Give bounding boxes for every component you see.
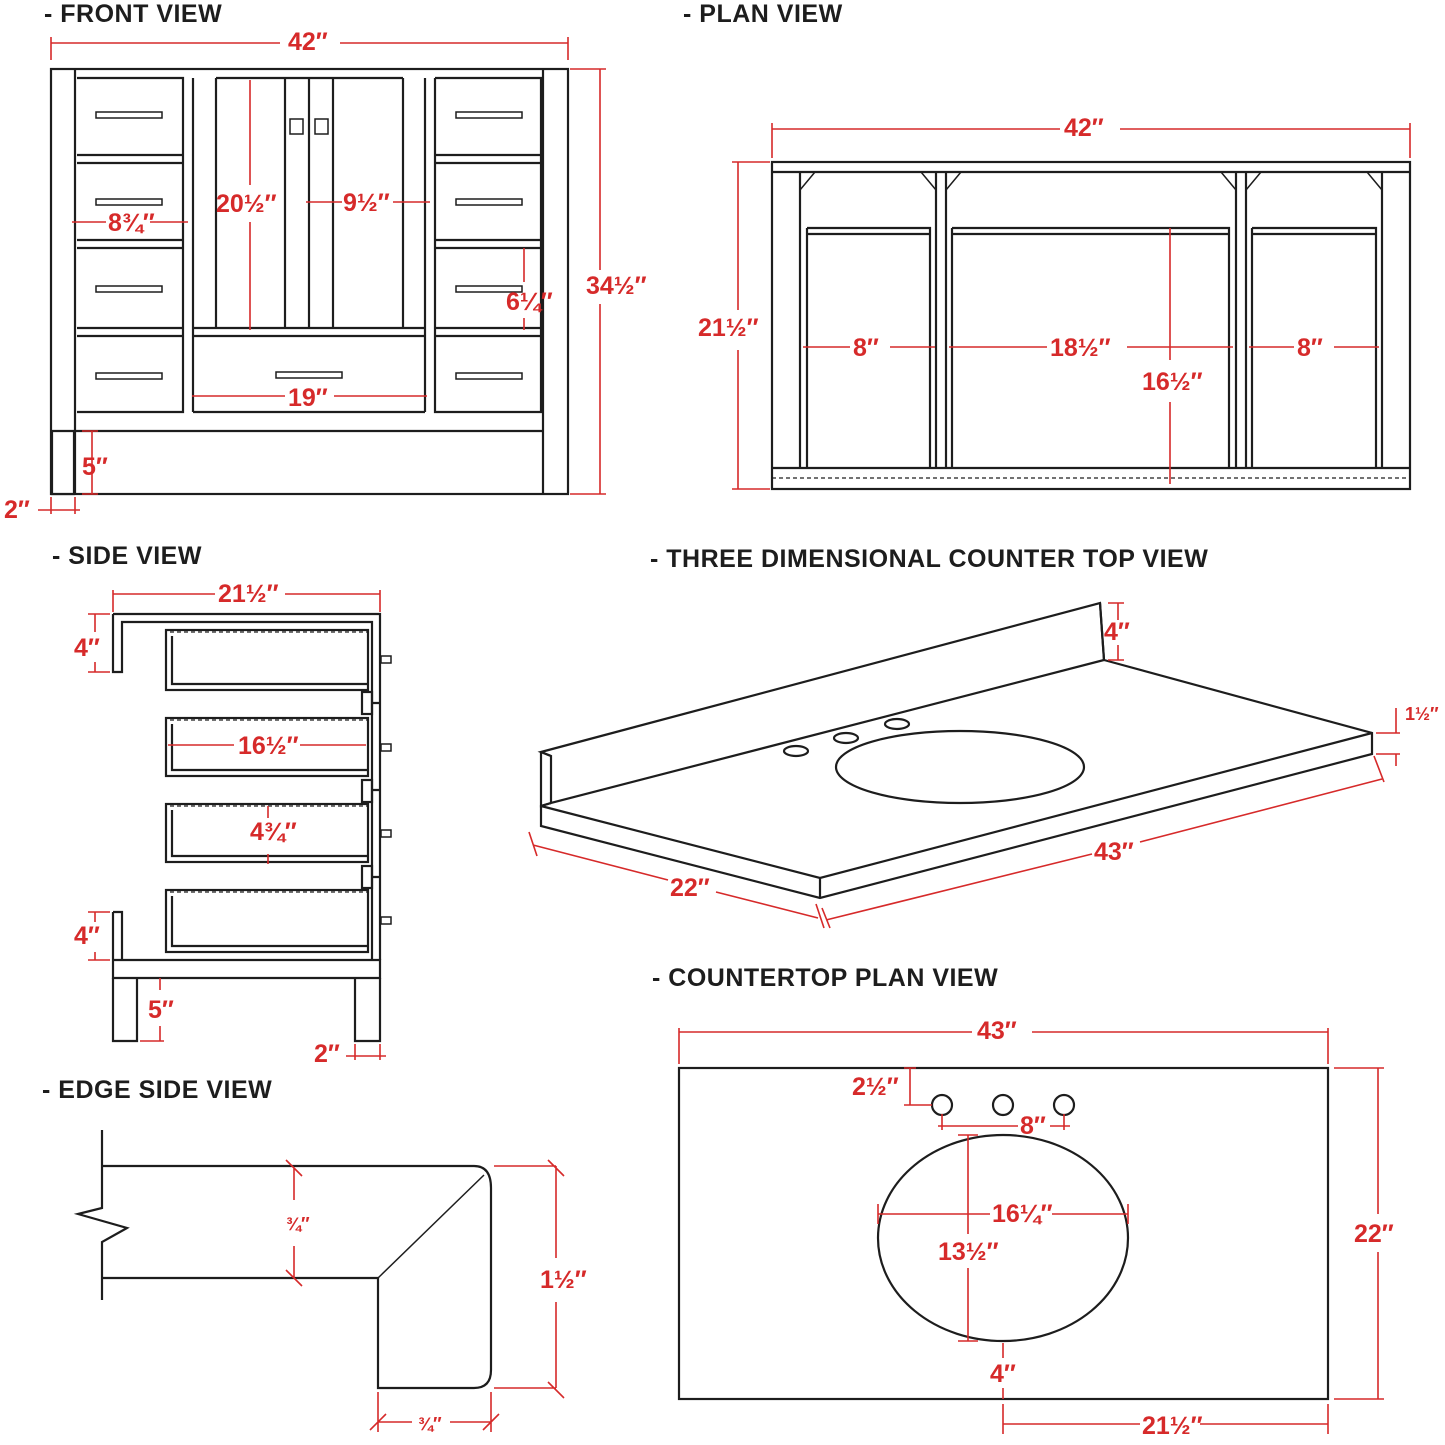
side-view: 21½″ 4″ 16½″ 4¾″ 4″ 5″ 2″ (74, 580, 392, 1068)
ct-faucet-offset-label: 2½″ (852, 1073, 899, 1101)
ct-center-offset-label: 21½″ (1142, 1412, 1203, 1440)
side-drawer-height-label: 4¾″ (250, 818, 297, 846)
plan-center-opening-label: 18½″ (1050, 334, 1111, 362)
front-height-label: 34½″ (586, 272, 647, 300)
plan-right-opening-label: 8″ (1297, 334, 1323, 362)
drawer-height-label: 6¼″ (506, 288, 553, 316)
edge-bottom-label: ¾″ (418, 1414, 442, 1434)
plan-left-opening-label: 8″ (853, 334, 879, 362)
front-view: 42″ 34½″ 20½″ 9½″ 8¾″ 6¼″ 19″ 5″ 2″ (4, 28, 647, 524)
door-height-label: 20½″ (216, 190, 277, 218)
plan-inner-depth-label: 16½″ (1142, 368, 1203, 396)
toe-kick-label: 5″ (82, 453, 108, 481)
side-top-rail-label: 4″ (74, 634, 100, 662)
side-bottom-rail-label: 4″ (74, 922, 100, 950)
ct-faucet-spread-label: 8″ (1020, 1112, 1046, 1140)
three-dimensional-view-title: - THREE DIMENSIONAL COUNTER TOP VIEW (650, 545, 1208, 573)
edge-side-view: ¾″ 1½″ ¾″ (73, 1130, 587, 1434)
ct-sink-depth-label: 13½″ (938, 1238, 999, 1266)
side-toe-kick-label: 5″ (148, 996, 174, 1024)
side-shelf-depth-label: 16½″ (238, 732, 299, 760)
ct-front-offset-label: 4″ (990, 1360, 1016, 1388)
plan-view-title: - PLAN VIEW (683, 0, 843, 28)
countertop-plan-view: 43″ 22″ 2½″ 8″ 16¼″ 13½″ 4″ 21½″ (677, 1017, 1394, 1440)
bottom-drawer-width-label: 19″ (288, 384, 328, 412)
side-leg-label: 2″ (314, 1040, 340, 1068)
edge-side-view-title: - EDGE SIDE VIEW (42, 1076, 272, 1104)
door-width-label: 9½″ (343, 189, 390, 217)
edge-height-label: 1½″ (540, 1266, 587, 1294)
front-width-label: 42″ (288, 28, 328, 56)
side-view-title: - SIDE VIEW (52, 542, 202, 570)
ct-sink-width-label: 16¼″ (992, 1200, 1053, 1228)
plan-depth-label: 21½″ (698, 314, 759, 342)
plan-width-label: 42″ (1064, 114, 1104, 142)
counter-length-label: 43″ (1094, 838, 1134, 866)
ct-width-label: 43″ (977, 1017, 1017, 1045)
counter-thickness-label: 1½″ (1405, 704, 1439, 724)
side-depth-label: 21½″ (218, 580, 279, 608)
countertop-plan-view-title: - COUNTERTOP PLAN VIEW (652, 964, 998, 992)
edge-top-label: ¾″ (286, 1214, 310, 1234)
plan-view: 42″ 21½″ 8″ 18½″ 8″ 16½″ (698, 114, 1412, 491)
front-view-title: - FRONT VIEW (44, 0, 222, 28)
counter-depth-label: 22″ (670, 874, 710, 902)
ct-depth-label: 22″ (1354, 1220, 1394, 1248)
backsplash-height-label: 4″ (1104, 618, 1130, 646)
three-dimensional-countertop: 4″ 1½″ 43″ 22″ (528, 601, 1439, 929)
leg-width-label: 2″ (4, 496, 30, 524)
drawer-width-label: 8¾″ (108, 209, 155, 237)
